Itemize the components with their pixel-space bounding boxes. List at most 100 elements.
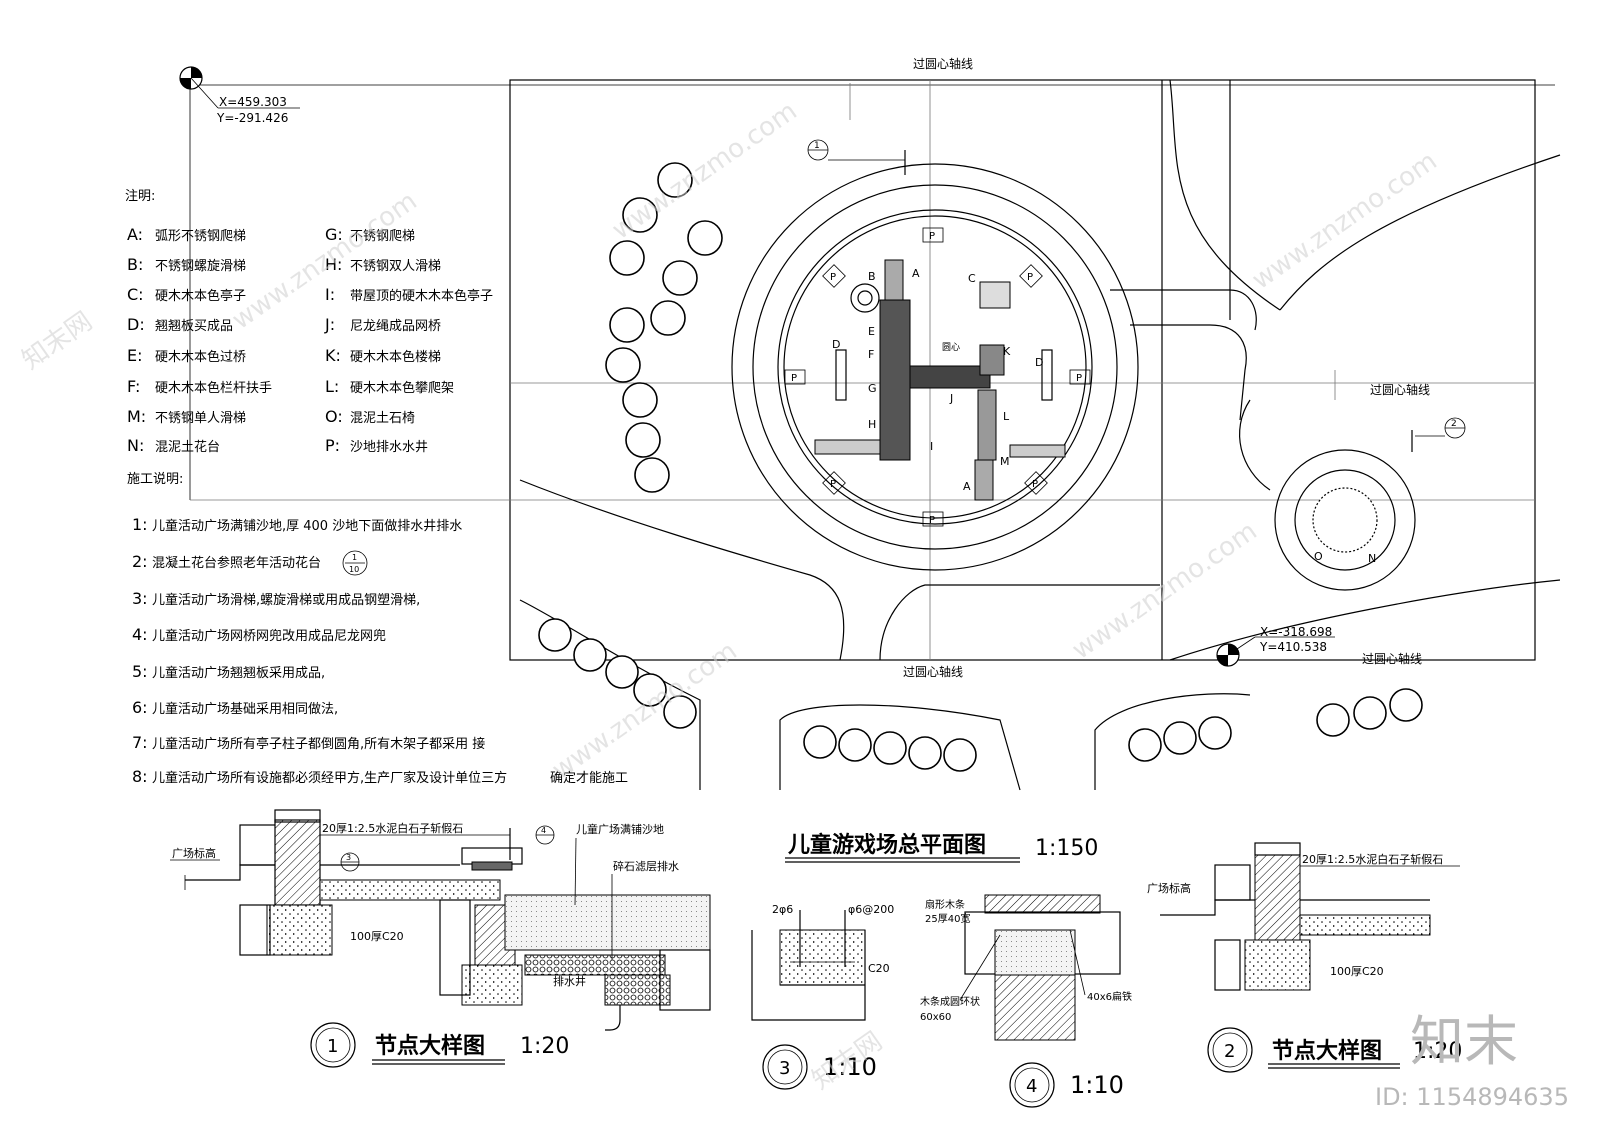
svg-text:1:20: 1:20 xyxy=(520,1034,569,1059)
svg-text:F: F xyxy=(868,348,874,361)
svg-text:2: 2 xyxy=(1224,1041,1235,1062)
svg-text:P: P xyxy=(830,272,836,283)
svg-text:广场标高: 广场标高 xyxy=(1147,881,1191,895)
note-num: 5: xyxy=(132,662,148,681)
svg-text:X=-318.698: X=-318.698 xyxy=(1260,625,1332,639)
legend-key: J: xyxy=(324,315,335,334)
note-text: 儿童活动广场所有设施都必须经甲方,生产厂家及设计单位三方 xyxy=(152,770,507,786)
svg-text:1:10: 1:10 xyxy=(823,1053,877,1081)
sand-pit-edge xyxy=(777,209,1093,525)
outer-ring-inner xyxy=(752,184,1118,550)
svg-text:20厚1:2.5水泥白石子斩假石: 20厚1:2.5水泥白石子斩假石 xyxy=(322,821,463,835)
legend-text: 弧形不锈钢爬梯 xyxy=(155,229,246,244)
svg-text:C20: C20 xyxy=(868,962,890,975)
section-callout-2: 2 xyxy=(1411,417,1466,452)
svg-text:3: 3 xyxy=(346,853,351,862)
center-label: 圆心 xyxy=(942,342,960,353)
notes-heading: 施工说明: xyxy=(127,472,183,487)
legend-key: N: xyxy=(127,436,144,455)
legend-text: 带屋顶的硬木木本色亭子 xyxy=(350,288,493,304)
svg-text:N: N xyxy=(1368,552,1376,565)
site-plan: A B C D D E F G H I J K L M A O N P P P … xyxy=(179,56,1561,863)
legend-text: 翘翘板买成品 xyxy=(155,319,233,334)
svg-text:1: 1 xyxy=(352,553,357,562)
svg-text:1: 1 xyxy=(814,141,820,151)
svg-text:4: 4 xyxy=(541,826,546,835)
play-equipment xyxy=(814,259,1066,501)
note-text: 儿童活动广场网桥网兜改用成品尼龙网兜 xyxy=(152,628,386,644)
legend-text: 硬木木本色过桥 xyxy=(155,349,246,365)
note-text: 儿童活动广场翘翘板采用成品, xyxy=(152,665,325,681)
detail-1-callout-3: 3 xyxy=(340,852,360,872)
svg-text:2: 2 xyxy=(1451,419,1457,429)
legend-text: 混泥土花台 xyxy=(155,439,220,455)
legend-key: H: xyxy=(325,255,342,274)
legend-heading: 注明: xyxy=(125,189,155,204)
legend-key: D: xyxy=(127,315,145,334)
flower-bed xyxy=(1312,487,1378,553)
detail-2: 20厚1:2.5水泥白石子斩假石 广场标高 100厚C20 2 节点大样图 1:… xyxy=(1147,842,1462,1073)
axis-label-right-bottom: 过圆心轴线 xyxy=(1362,651,1422,666)
svg-text:G: G xyxy=(868,382,877,395)
plan-boundary xyxy=(509,79,1536,661)
coord-marker-top: X=459.303 Y=-291.426 xyxy=(179,66,300,125)
svg-text:O: O xyxy=(1314,550,1323,563)
section-callout-1: 1 xyxy=(807,139,906,175)
outer-ring xyxy=(731,163,1139,571)
svg-text:儿童广场满铺沙地: 儿童广场满铺沙地 xyxy=(576,822,664,836)
legend-text: 不锈钢螺旋滑梯 xyxy=(155,259,246,274)
note-text: 儿童活动广场满铺沙地,厚 400 沙地下面做排水井排水 xyxy=(152,518,462,534)
svg-text:2φ6: 2φ6 xyxy=(772,903,793,916)
note-num: 1: xyxy=(132,515,148,534)
note-ref-fraction: 1 10 xyxy=(342,550,368,576)
legend: 注明: A: 弧形不锈钢爬梯 B: 不锈钢螺旋滑梯 C: 硬木木本色亭子 D: … xyxy=(125,189,493,455)
detail-1-callout-4: 4 xyxy=(509,825,555,860)
legend-key: B: xyxy=(127,255,143,274)
note-num: 7: xyxy=(132,733,148,752)
legend-key: M: xyxy=(127,407,146,426)
legend-text: 硬木木本色亭子 xyxy=(155,288,246,304)
svg-text:P: P xyxy=(929,231,935,242)
svg-text:B: B xyxy=(868,270,876,283)
svg-text:D: D xyxy=(1035,356,1043,369)
svg-text:www.znzmo.com: www.znzmo.com xyxy=(1247,146,1443,296)
legend-text: 沙地排水水井 xyxy=(350,440,428,455)
svg-text:木条成圆环状: 木条成圆环状 xyxy=(920,995,980,1008)
svg-text:40x6扁铁: 40x6扁铁 xyxy=(1087,990,1132,1003)
legend-text: 不锈钢双人滑梯 xyxy=(350,259,441,274)
detail-1-title: 1 节点大样图 1:20 xyxy=(310,1022,569,1068)
axis-label-right-mid: 过圆心轴线 xyxy=(1370,382,1430,397)
legend-key: E: xyxy=(127,346,143,365)
drain-wells: P P P P P P P P xyxy=(784,227,1091,527)
svg-text:10: 10 xyxy=(349,565,359,574)
svg-text:广场标高: 广场标高 xyxy=(172,846,216,860)
svg-text:4: 4 xyxy=(1026,1076,1037,1097)
svg-text:φ6@200: φ6@200 xyxy=(848,903,894,916)
svg-text:C: C xyxy=(968,272,976,285)
svg-text:A: A xyxy=(963,480,971,493)
note-text: 儿童活动广场滑梯,螺旋滑梯或用成品钢塑滑梯, xyxy=(152,592,420,608)
svg-text:E: E xyxy=(868,325,875,338)
legend-key: F: xyxy=(127,377,140,396)
svg-text:P: P xyxy=(929,515,935,526)
svg-text:扇形木条: 扇形木条 xyxy=(925,898,965,911)
svg-text:A: A xyxy=(912,267,920,280)
note-num: 3: xyxy=(132,589,148,608)
legend-key: L: xyxy=(325,377,339,396)
svg-text:节点大样图: 节点大样图 xyxy=(1272,1038,1382,1064)
brand-logo: 知末 xyxy=(1410,1010,1518,1073)
note-num: 4: xyxy=(132,625,148,644)
image-id: ID: 1154894635 xyxy=(1375,1083,1569,1111)
legend-key: C: xyxy=(127,285,144,304)
axis-label-top: 过圆心轴线 xyxy=(913,56,973,71)
svg-text:20厚1:2.5水泥白石子斩假石: 20厚1:2.5水泥白石子斩假石 xyxy=(1302,852,1443,866)
svg-text:1:20: 1:20 xyxy=(1413,1039,1462,1064)
svg-text:Y=410.538: Y=410.538 xyxy=(1259,640,1327,654)
svg-text:100厚C20: 100厚C20 xyxy=(1330,965,1384,978)
svg-text:L: L xyxy=(1003,410,1010,423)
svg-text:H: H xyxy=(868,418,876,431)
note-num: 6: xyxy=(132,698,148,717)
note-num: 8: xyxy=(132,767,148,786)
legend-key: O: xyxy=(325,407,343,426)
